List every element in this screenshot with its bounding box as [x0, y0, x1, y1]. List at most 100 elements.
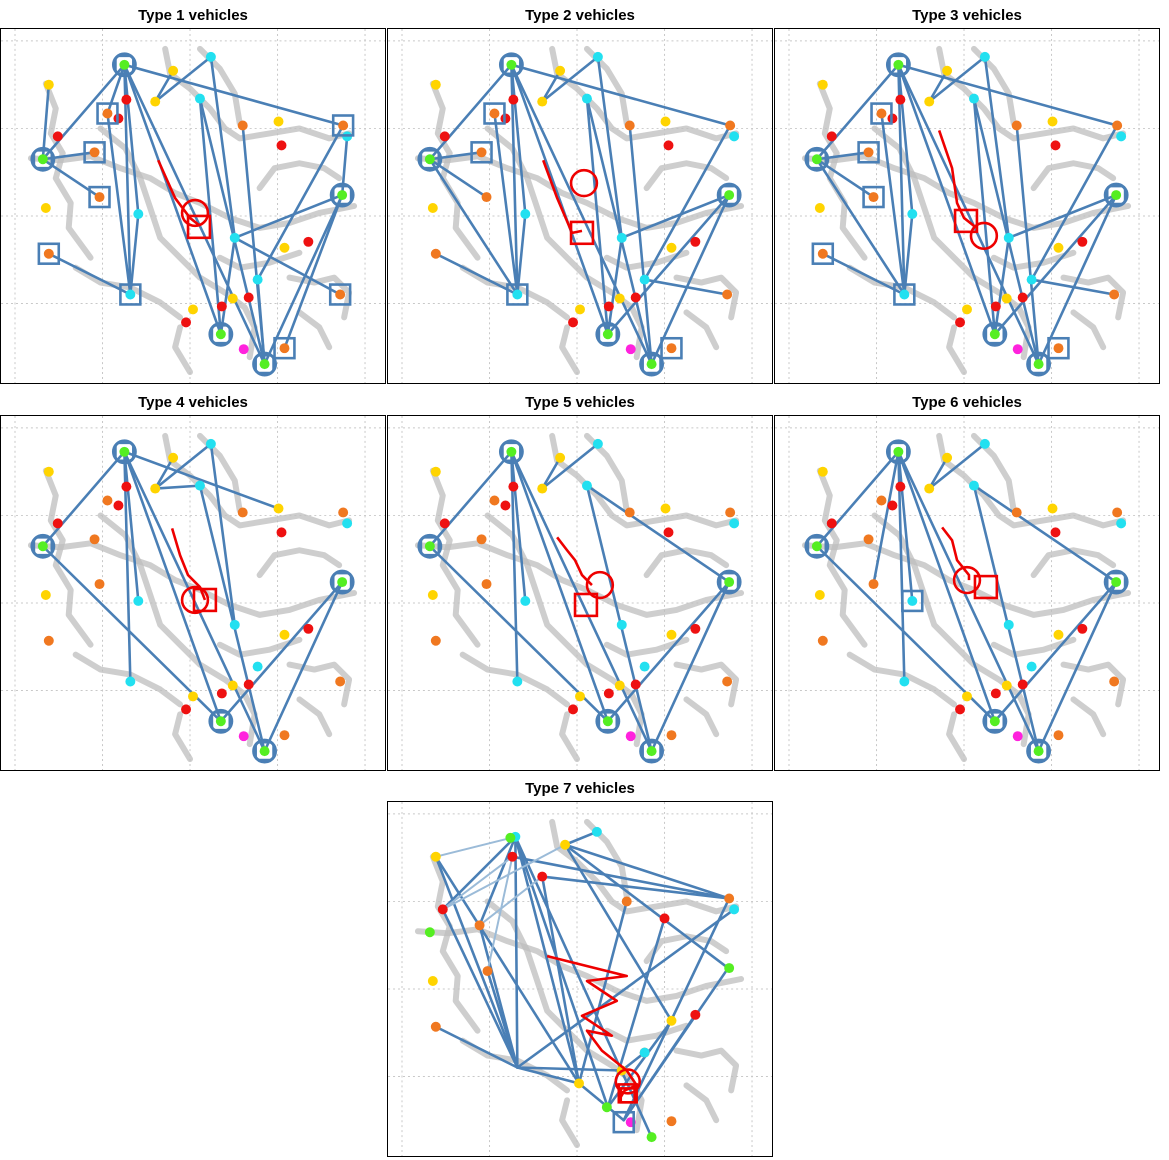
node [621, 896, 632, 907]
node [89, 147, 100, 158]
hub-square [597, 324, 619, 345]
route-edge [540, 55, 600, 103]
node [592, 51, 603, 62]
network-panel-3 [774, 28, 1160, 384]
node [150, 96, 161, 107]
node [990, 301, 1001, 312]
hub-marker [716, 569, 742, 595]
route-edge [263, 193, 344, 366]
route-edge [927, 55, 987, 103]
node [968, 480, 979, 491]
node [863, 534, 874, 545]
node [168, 65, 179, 76]
node [481, 192, 492, 203]
hub-marker [595, 321, 621, 347]
node [337, 577, 348, 588]
network-panel-6 [774, 415, 1160, 771]
node [121, 481, 132, 492]
hub-square [501, 441, 522, 463]
node [899, 676, 910, 687]
node [252, 661, 263, 672]
node [863, 147, 874, 158]
red-square-marker [573, 592, 599, 618]
node [216, 301, 227, 312]
node [482, 966, 493, 977]
network-map-2 [388, 29, 772, 383]
route-edge [219, 236, 237, 336]
node [666, 629, 677, 640]
hub-square [1105, 184, 1127, 206]
route-edge [442, 843, 566, 911]
node [646, 746, 657, 757]
red-path [937, 130, 975, 227]
route-edge [441, 835, 517, 911]
hub-square [641, 740, 662, 762]
hub-marker [417, 533, 443, 559]
node [1033, 359, 1044, 370]
node [602, 716, 613, 727]
node [625, 731, 636, 742]
route-edge [815, 157, 906, 296]
hub-marker [252, 738, 278, 764]
network-panel-2 [387, 28, 773, 384]
route-edge [897, 450, 1040, 753]
route-edge [972, 484, 1118, 584]
network-map-3 [775, 29, 1159, 383]
route-edge [198, 97, 266, 366]
route-edge [972, 97, 1040, 366]
node [1003, 232, 1014, 243]
route-edge [434, 855, 519, 1069]
hub-square [806, 149, 828, 170]
node [962, 304, 972, 315]
route-edge [993, 236, 1011, 336]
node [614, 293, 625, 304]
river-line [296, 696, 333, 738]
route-edge [153, 55, 213, 103]
node [94, 579, 105, 590]
node [568, 704, 579, 715]
node [439, 518, 450, 529]
hub-marker [595, 708, 621, 734]
node [1047, 116, 1058, 127]
node [660, 116, 671, 127]
node [1116, 131, 1127, 142]
node [624, 120, 635, 131]
river-line [256, 547, 343, 579]
route-edge [650, 580, 731, 753]
node [125, 676, 136, 687]
node [924, 96, 935, 107]
node [430, 635, 441, 646]
node [279, 629, 290, 640]
route-edge [643, 278, 729, 296]
route-edge [435, 835, 516, 858]
network-map-7 [388, 802, 772, 1156]
route-edge [153, 484, 202, 490]
node-group [37, 438, 353, 757]
node [238, 344, 249, 355]
hub-marker [1103, 182, 1129, 208]
node [342, 518, 353, 529]
depot-square [901, 589, 924, 613]
network-map-5 [388, 416, 772, 770]
route-edge [563, 843, 730, 970]
red-path [170, 527, 207, 601]
route-edge [153, 442, 213, 490]
route-edge [540, 456, 562, 490]
node [1012, 731, 1023, 742]
hub-marker [1103, 569, 1129, 595]
node [229, 232, 240, 243]
node [666, 1015, 677, 1026]
node-group [424, 51, 740, 370]
node [273, 116, 284, 127]
hub-marker [30, 533, 56, 559]
route-edge [821, 252, 906, 296]
node [989, 329, 1000, 340]
river-line [946, 324, 967, 376]
node [1033, 746, 1044, 757]
node [1109, 676, 1120, 687]
route-edge [129, 212, 140, 296]
depot-square [811, 242, 835, 265]
route-edge [514, 835, 581, 1085]
node [335, 289, 346, 300]
river-line [990, 636, 1077, 658]
